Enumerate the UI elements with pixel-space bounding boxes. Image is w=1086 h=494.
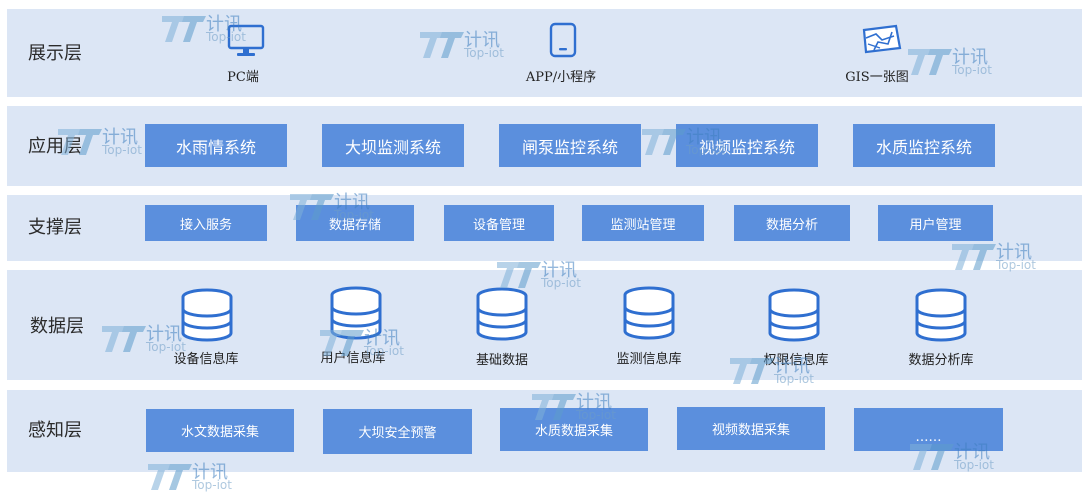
database-label: 用户信息库 xyxy=(320,351,386,366)
perception-box: 水文数据采集 xyxy=(146,409,294,452)
app-system-box: 水雨情系统 xyxy=(145,124,287,167)
perception-box: 水质数据采集 xyxy=(500,408,648,451)
monitor-icon xyxy=(227,24,265,62)
perception-layer-label: 感知层 xyxy=(28,420,82,441)
database-icon xyxy=(179,288,235,346)
app-system-box: 大坝监测系统 xyxy=(322,124,464,167)
database-label: 基础数据 xyxy=(475,353,529,368)
map-icon xyxy=(860,24,902,58)
mobile-icon xyxy=(548,22,578,62)
app-system-box: 视频监控系统 xyxy=(676,124,818,167)
presentation-layer-label: 展示层 xyxy=(28,43,82,64)
gis-label: GIS一张图 xyxy=(845,70,909,85)
support-service-box: 用户管理 xyxy=(878,205,993,241)
perception-box: 视频数据采集 xyxy=(677,407,825,450)
support-layer-label: 支撑层 xyxy=(28,217,82,238)
database-icon xyxy=(621,286,677,344)
data-layer-label: 数据层 xyxy=(30,316,84,337)
perception-box: 大坝安全预警 xyxy=(323,409,472,454)
application-layer-label: 应用层 xyxy=(28,136,82,157)
database-label: 权限信息库 xyxy=(763,353,829,368)
database-icon xyxy=(328,286,384,344)
perception-box: …… xyxy=(854,408,1003,451)
database-label: 设备信息库 xyxy=(173,352,239,367)
support-service-box: 监测站管理 xyxy=(582,205,704,241)
app-system-box: 闸泵监控系统 xyxy=(499,124,641,167)
database-label: 监测信息库 xyxy=(616,352,682,367)
app-system-box: 水质监控系统 xyxy=(853,124,995,167)
support-service-box: 数据分析 xyxy=(734,205,850,241)
support-service-box: 接入服务 xyxy=(145,205,267,241)
support-service-box: 设备管理 xyxy=(444,205,554,241)
app-label: APP/小程序 xyxy=(525,70,597,85)
database-icon xyxy=(766,288,822,346)
database-label: 数据分析库 xyxy=(908,353,974,368)
database-icon xyxy=(474,287,530,345)
pc-label: PC端 xyxy=(227,70,259,85)
database-icon xyxy=(913,288,969,346)
support-service-box: 数据存储 xyxy=(296,205,414,241)
